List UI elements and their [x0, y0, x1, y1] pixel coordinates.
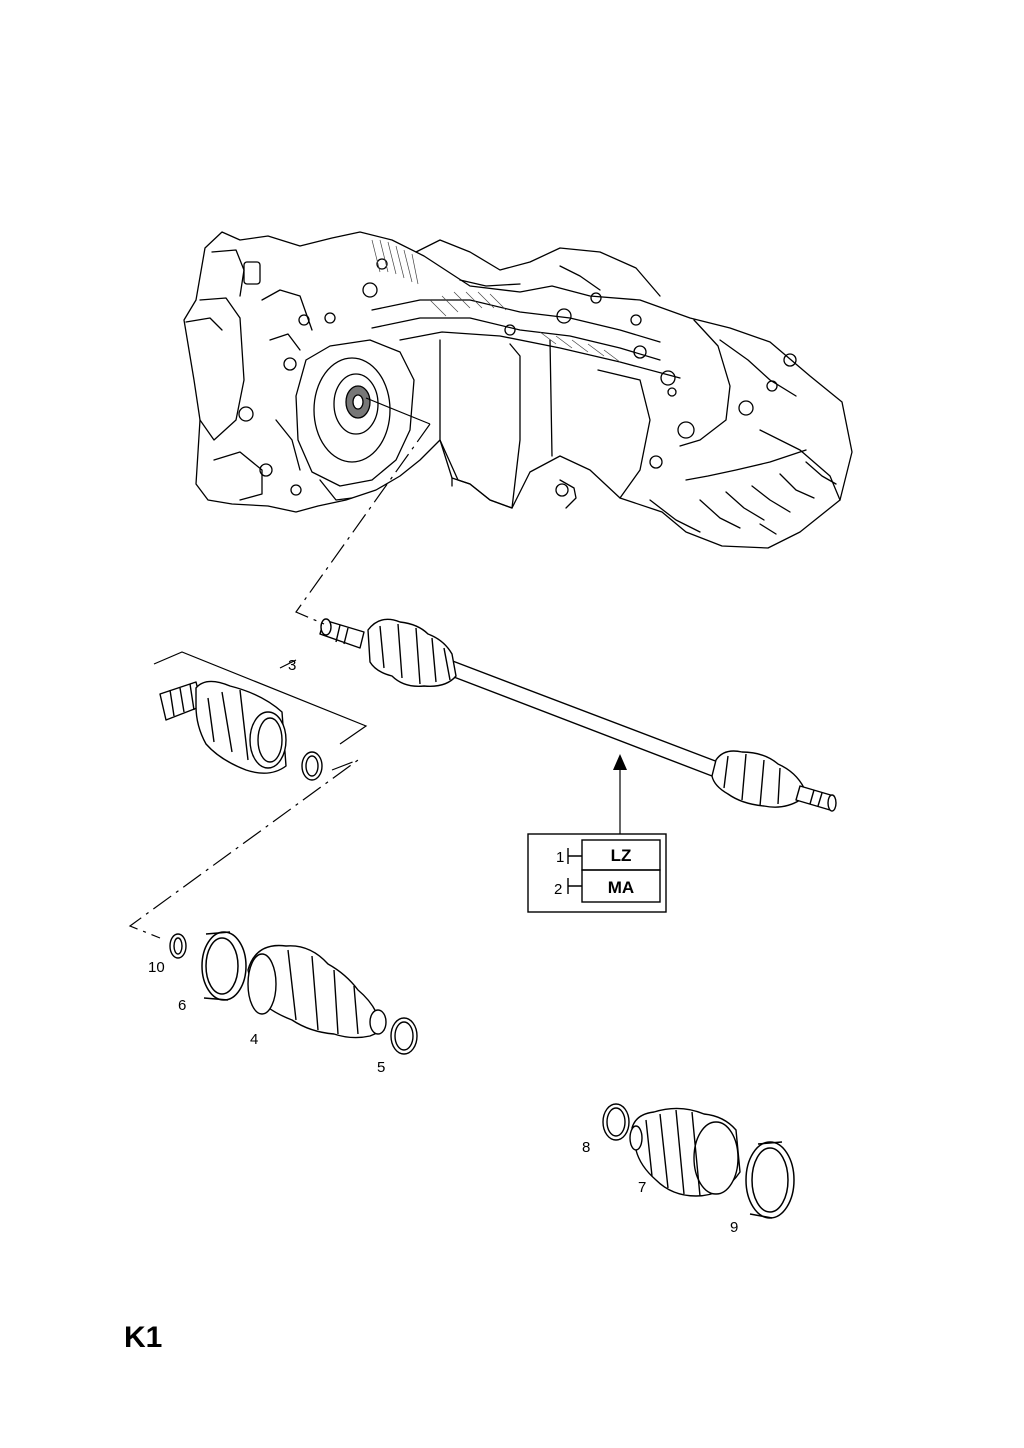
callout-3: 3 [288, 657, 296, 674]
callout-8: 8 [582, 1139, 590, 1156]
callout-6: 6 [178, 997, 186, 1014]
arrow-head [613, 754, 627, 770]
callout-4: 4 [250, 1031, 258, 1048]
callout-5: 5 [377, 1059, 385, 1076]
part-9-clamp [745, 1141, 795, 1219]
callout-2: 2 [554, 881, 562, 898]
part-5-clamp [390, 1017, 418, 1055]
variant-table [527, 833, 667, 913]
variant-row-2-label: MA [608, 878, 634, 897]
callout-10: 10 [148, 959, 165, 976]
part-3-circlip [301, 751, 323, 781]
leader-lines [128, 397, 621, 939]
engine-hatching [371, 239, 621, 363]
callout-7: 7 [638, 1179, 646, 1196]
part-7-boot [629, 1107, 741, 1197]
part-6-clamp [201, 931, 247, 1001]
callout-1: 1 [556, 849, 564, 866]
engine-transmission-block [183, 231, 853, 549]
part-3-inner-joint [159, 680, 287, 774]
variant-row-1-label: LZ [611, 846, 632, 865]
part-8-clamp [602, 1103, 630, 1141]
part-4-boot [247, 944, 387, 1039]
part-10-circlip [169, 933, 187, 959]
callout-9: 9 [730, 1219, 738, 1236]
sheet-code: K1 [124, 1321, 163, 1354]
driveshaft-assembly [319, 618, 837, 812]
